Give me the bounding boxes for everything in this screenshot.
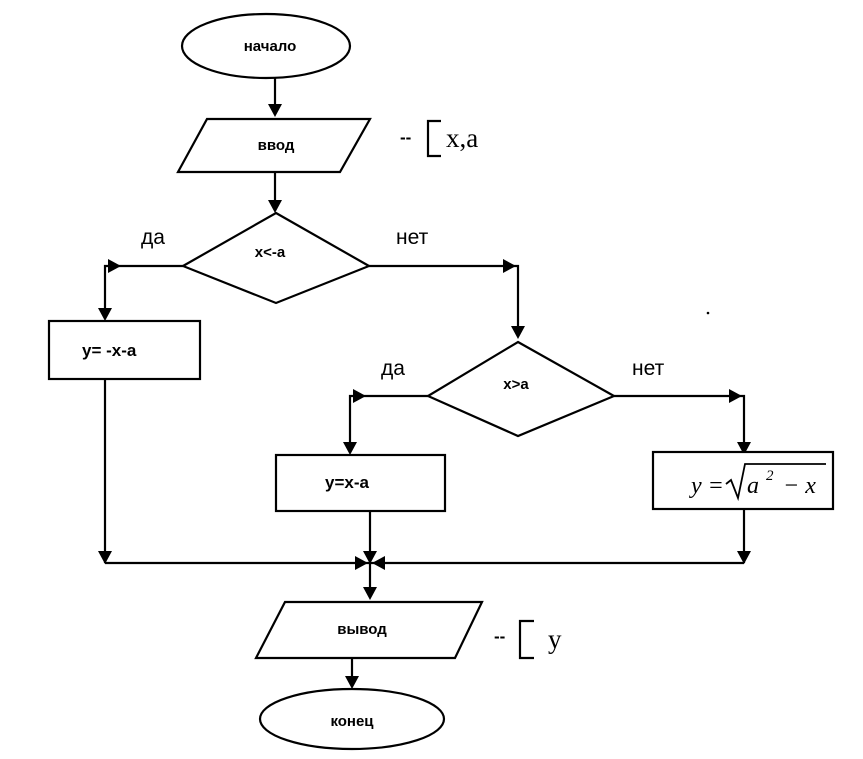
arrowhead [268, 104, 282, 117]
sqrt-sign [725, 463, 826, 502]
end-label: конец [330, 713, 374, 730]
input-block: ввод [176, 117, 372, 174]
output-note: y [548, 624, 562, 654]
decision1: x<-a [180, 211, 372, 305]
output-note-bracket [518, 619, 534, 660]
scan-speck [706, 311, 710, 315]
input-annotation: -- х,а [400, 119, 478, 158]
arrowhead [729, 389, 742, 403]
arrowhead [268, 200, 282, 213]
process1-label: y= -x-a [82, 341, 137, 360]
connectors [98, 78, 751, 689]
arrowhead [363, 587, 377, 600]
input-note: х,а [446, 123, 478, 153]
decision2-no-label: нет [632, 357, 665, 380]
input-label: ввод [258, 137, 295, 154]
decision1-no-label: нет [396, 226, 429, 249]
process2: y=x-a [274, 453, 447, 513]
output-label: вывод [337, 621, 387, 638]
connector-decision2-yes [348, 394, 428, 446]
connector-decision2-no [614, 394, 746, 446]
arrowhead [353, 389, 366, 403]
output-annotation: -- y [494, 619, 562, 660]
output-block: вывод [254, 600, 484, 660]
arrowhead [737, 442, 751, 455]
output-note-dash: -- [494, 627, 505, 646]
decision2-label: x>a [503, 376, 529, 393]
arrowhead [345, 676, 359, 689]
arrowhead [98, 308, 112, 321]
process2-label: y=x-a [325, 473, 369, 492]
process1: y= -x-a [47, 319, 202, 381]
arrowhead [503, 259, 516, 273]
start-terminal: начало [180, 12, 352, 80]
process3-exponent: 2 [766, 468, 774, 484]
connector-decision1-no [369, 264, 520, 330]
arrowhead [372, 556, 385, 570]
decision1-label: x<-a [255, 244, 286, 261]
connector-decision1-yes [103, 264, 183, 312]
process3-radicand-base: a [747, 473, 759, 499]
arrowhead [98, 551, 112, 564]
decision2-yes-label: да [381, 357, 405, 380]
decision2: x>a [425, 340, 617, 438]
arrowhead [511, 326, 525, 339]
process3-lhs: y = [689, 473, 724, 499]
arrowhead [108, 259, 121, 273]
arrowhead [343, 442, 357, 455]
start-label: начало [244, 38, 297, 55]
arrowhead [737, 551, 751, 564]
process3-radicand-rest: − x [783, 473, 816, 499]
end-terminal: конец [258, 687, 446, 751]
input-note-bracket [426, 119, 441, 158]
decision1-yes-label: да [141, 226, 165, 249]
arrowhead [355, 556, 368, 570]
process3: y = a 2 − x [651, 450, 835, 511]
arrowhead [363, 551, 377, 564]
input-note-dash: -- [400, 128, 411, 147]
